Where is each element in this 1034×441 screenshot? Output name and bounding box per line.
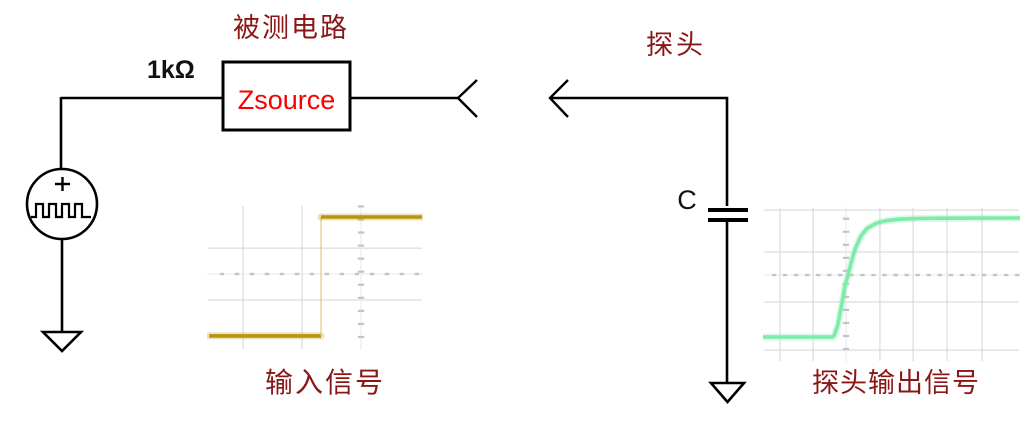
zsource-label: Zsource: [237, 84, 336, 115]
ground-symbol-left: [39, 330, 85, 353]
probe-tip-icon: [456, 79, 478, 118]
dut-title: 被测电路: [233, 13, 349, 43]
capacitor-plates: [708, 208, 748, 222]
probe-output-caption: 探头输出信号: [812, 368, 980, 398]
square-wave-icon: [31, 202, 91, 219]
input-signal-caption: 输入信号: [264, 368, 385, 399]
resistor-value-label: 1kΩ: [147, 56, 195, 84]
capacitor-label: C: [677, 185, 697, 215]
input-signal-plot: [205, 205, 426, 350]
zsource-box: [221, 60, 352, 132]
probe-title: 探头: [646, 30, 706, 60]
wire-probe: [550, 96, 729, 206]
plus-icon: [55, 177, 70, 191]
probe-output-signal-plot: [759, 207, 1024, 362]
ground-symbol-right: [708, 381, 747, 404]
